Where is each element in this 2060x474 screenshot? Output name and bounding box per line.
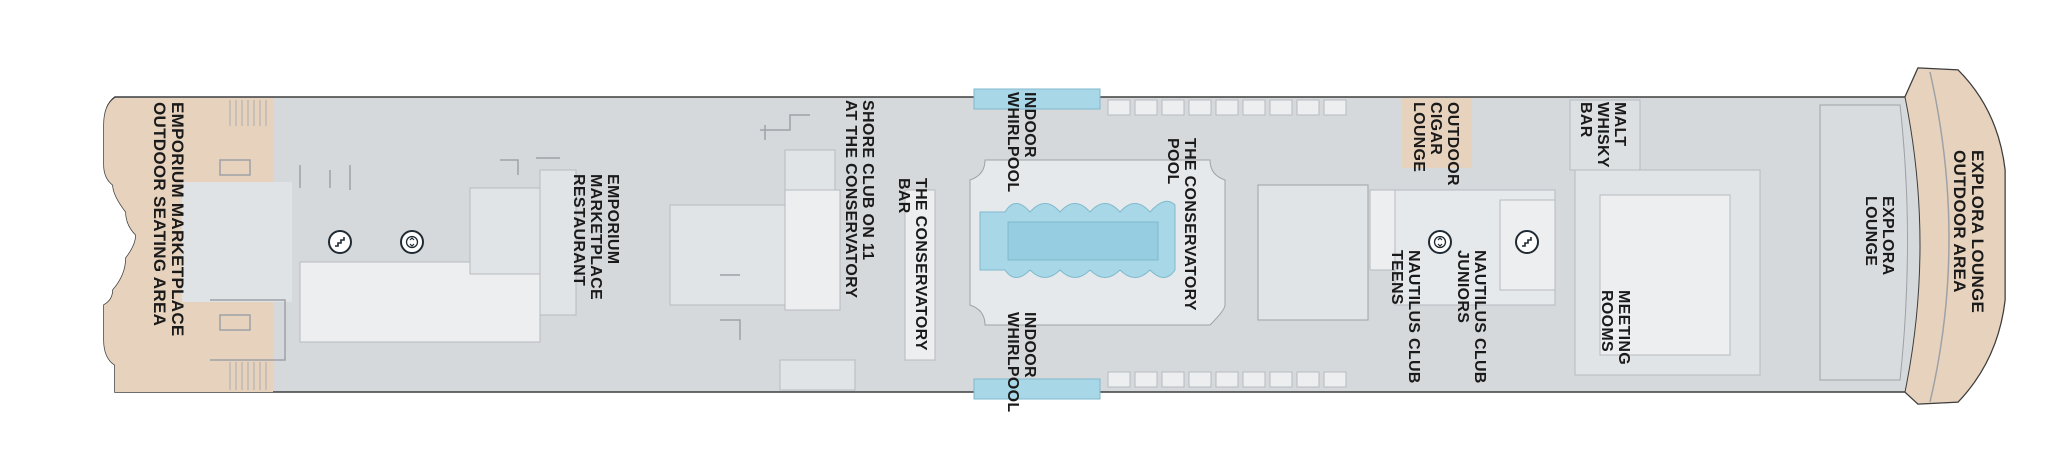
nautilus-club-teens-label: NAUTILUS CLUB TEENS xyxy=(1388,250,1422,384)
pool-ledge xyxy=(1007,221,1159,261)
emporium-restaurant-room xyxy=(299,261,541,343)
outdoor-cigar-lounge-label: OUTDOOR CIGAR LOUNGE xyxy=(1410,102,1461,186)
nautilus-club-juniors-label: NAUTILUS CLUB JUNIORS xyxy=(1454,250,1488,384)
whirlpool-bottom xyxy=(973,378,1101,400)
cigar-lounge-area xyxy=(1402,98,1472,168)
shore-club-annex xyxy=(784,149,836,191)
emporium-outdoor-seating-label: EMPORIUM MARKETPLACE OUTDOOR SEATING ARE… xyxy=(150,102,187,337)
malt-whisky-bar-label: MALT WHISKY BAR xyxy=(1577,102,1628,168)
elevator-icon xyxy=(1428,230,1452,254)
explora-lounge-outdoor-label: EXPLORA LOUNGE OUTDOOR AREA xyxy=(1950,150,1987,314)
aft-partitions xyxy=(210,157,560,361)
explora-outdoor-area xyxy=(1904,67,2006,405)
emporium-upper-room xyxy=(469,187,541,275)
conservatory-pool-label: THE CONSERVATORY POOL xyxy=(1164,138,1198,311)
meeting-rooms-inner xyxy=(1599,194,1731,356)
whisky-bar-room xyxy=(1569,99,1641,171)
stairs-icon xyxy=(1515,230,1539,254)
indoor-whirlpool-bottom-label: INDOOR WHIRLPOOL xyxy=(1004,312,1038,413)
emporium-service xyxy=(539,169,577,316)
meeting-rooms-label: MEETING ROOMS xyxy=(1598,290,1632,365)
conservatory-bar-label: THE CONSERVATORY BAR xyxy=(895,178,929,351)
cabanas xyxy=(1107,99,1347,388)
midship-room xyxy=(1257,184,1369,321)
explora-outdoor-rail xyxy=(1929,71,1950,403)
aft-stair-steps xyxy=(229,100,267,390)
shore-club-lightroom xyxy=(784,189,841,311)
conservatory-bar-counter xyxy=(904,189,936,361)
shore-club-room xyxy=(669,204,786,306)
indoor-whirlpool-top-label: INDOOR WHIRLPOOL xyxy=(1004,92,1038,193)
shore-club-deck xyxy=(779,359,856,391)
whirlpool-top xyxy=(973,88,1101,110)
emporium-restaurant-label: EMPORIUM MARKETPLACE RESTAURANT xyxy=(570,174,621,300)
elevator-icon xyxy=(400,230,424,254)
aft-lobby xyxy=(182,182,292,302)
explora-lounge-label: EXPLORA LOUNGE xyxy=(1862,196,1896,276)
stairs-icon xyxy=(328,230,352,254)
shore-club-partitions xyxy=(720,114,810,340)
aft-stern-fill xyxy=(104,98,140,392)
explora-lounge-room xyxy=(1819,104,1908,381)
shore-club-label: SHORE CLUB ON 11 AT THE CONSERVATORY xyxy=(842,100,876,299)
